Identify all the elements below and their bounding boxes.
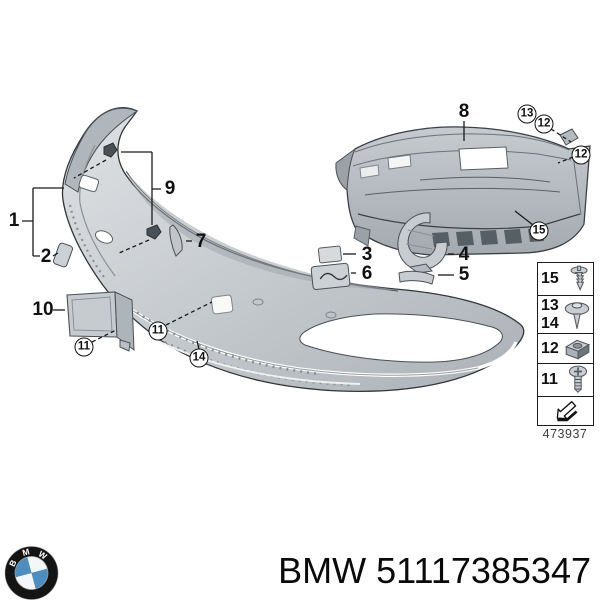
callout-10: 10 [32,299,54,320]
drawing-number: 473937 [542,427,588,441]
legend-row-arrow [538,397,593,425]
guide-part7 [169,224,183,257]
tow-eye-cover-part2 [53,242,73,268]
screw-icon [568,365,588,394]
plate-holder-part10 [66,291,135,352]
legend-label: 13 [541,296,559,314]
callout-circled-14: 14 [189,348,209,368]
callout-circled-11: 11 [148,321,168,341]
part-number: BMW 51117385347 [278,550,591,591]
legend-label: 15 [541,270,559,287]
leader-lines [22,121,574,350]
callout-9: 9 [164,178,176,199]
callout-circled-11: 11 [74,337,94,357]
callout-circled-12: 12 [571,145,591,165]
legend-label: 14 [541,314,559,332]
callout-2: 2 [40,246,52,267]
legend-row-15: 15 [538,263,593,296]
logo-letter-m: M [21,546,30,557]
callout-4: 4 [458,244,470,265]
legend-label: 11 [541,371,558,388]
legend-row-12: 12 [538,334,593,364]
bumper-diagram-art [22,107,591,393]
clip-part9-upper [103,142,118,158]
callout-3: 3 [361,244,373,265]
clip-part9-lower [146,224,162,240]
bmw-logo: B M W [4,546,59,600]
fastener-legend: 15 13 14 12 [537,262,594,426]
legend-row-13-14: 13 14 [538,296,593,334]
grommet-pin-icon [564,301,590,329]
callout-7: 7 [195,231,207,252]
bumper-carrier [335,126,591,256]
callout-5: 5 [458,264,470,285]
legend-label: 12 [541,339,559,357]
cover-part6 [310,262,351,291]
callout-circled-15: 15 [529,221,549,241]
callout-circled-12: 12 [534,114,554,134]
roundel-quadrants [14,556,49,590]
cage-nut-icon [564,339,591,360]
bracket-part5 [398,270,435,285]
front-bumper-trim [61,107,525,393]
callout-1: 1 [8,210,20,231]
expanding-rivet-icon [570,265,588,292]
legend-row-11: 11 [538,364,593,397]
callout-6: 6 [361,263,373,284]
logo-letter-b: B [7,558,19,568]
direction-arrow-icon [556,401,578,422]
callout-8: 8 [458,101,470,122]
cover-part3 [317,245,342,264]
callout-circled-13: 13 [517,104,537,124]
bracket-part4 [397,212,448,274]
